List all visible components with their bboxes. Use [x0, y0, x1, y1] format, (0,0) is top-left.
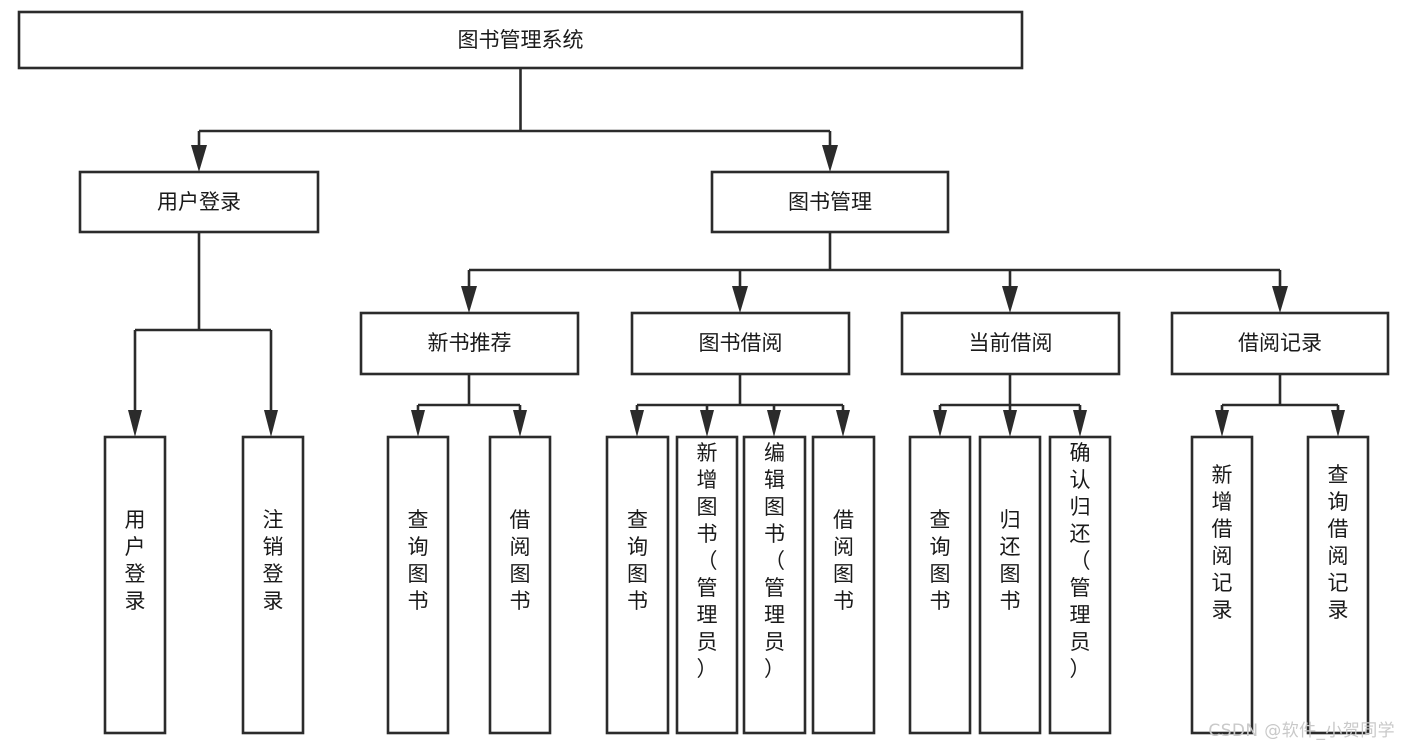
leaf-book-borrow-4-label: 借阅图书 — [833, 508, 854, 613]
leaf-current-borrow-1[interactable]: 查询图书 — [908, 435, 972, 735]
arrow-current-borrow-leaf1 — [933, 410, 947, 437]
arrow-to-book-manage — [822, 145, 838, 172]
csdn-watermark: CSDN @软件_小贺同学 — [1208, 721, 1395, 741]
node-user-login-box[interactable] — [78, 170, 320, 234]
arrow-borrow-record-leaf2 — [1331, 410, 1345, 437]
node-book-manage-label: 图书管理 — [788, 190, 872, 214]
arrow-borrow-record-leaf1 — [1215, 410, 1229, 437]
node-book-borrow-label: 图书借阅 — [699, 331, 783, 355]
arrow-to-new-book — [461, 286, 477, 313]
leaf-new-book-1-box[interactable] — [386, 435, 450, 735]
leaf-book-borrow-1-box[interactable] — [605, 435, 670, 735]
leaf-current-borrow-1-box[interactable] — [908, 435, 972, 735]
arrow-book-borrow-leaf3 — [767, 410, 781, 437]
arrow-to-borrow-record — [1272, 286, 1288, 313]
leaf-user-login-1-box[interactable] — [103, 435, 167, 735]
node-book-manage[interactable]: 图书管理 — [710, 170, 950, 234]
leaf-book-borrow-3[interactable]: 编辑图书（管理员） — [742, 435, 807, 735]
node-root[interactable]: 图书管理系统 — [17, 10, 1024, 70]
leaf-book-borrow-2[interactable]: 新增图书（管理员） — [675, 435, 739, 735]
leaf-new-book-1-label: 查询图书 — [408, 508, 429, 613]
leaf-current-borrow-2[interactable]: 归还图书 — [978, 435, 1042, 735]
leaf-borrow-record-2[interactable]: 查询借阅记录 — [1306, 435, 1370, 735]
leaf-user-login-2[interactable]: 注销登录 — [241, 435, 305, 735]
arrow-book-borrow-leaf4 — [836, 410, 850, 437]
leaf-current-borrow-3-label: 确认归还（管理员） — [1070, 441, 1091, 681]
leaf-current-borrow-2-label: 归还图书 — [1000, 508, 1021, 613]
leaf-book-borrow-2-box[interactable] — [675, 435, 739, 735]
node-user-login-label: 用户登录 — [157, 190, 241, 214]
arrow-book-borrow-leaf2 — [700, 410, 714, 437]
leaf-user-login-1[interactable]: 用户登录 — [103, 435, 167, 735]
node-new-book-recommend-label: 新书推荐 — [428, 331, 512, 355]
node-book-borrow-box[interactable] — [630, 311, 851, 376]
node-book-borrow[interactable]: 图书借阅 — [630, 311, 851, 376]
arrow-current-borrow-leaf2 — [1003, 410, 1017, 437]
arrow-current-borrow-leaf3 — [1073, 410, 1087, 437]
leaf-user-login-2-box[interactable] — [241, 435, 305, 735]
node-borrow-record-label: 借阅记录 — [1238, 331, 1322, 355]
arrow-new-book-leaf2 — [513, 410, 527, 437]
leaf-current-borrow-3-box[interactable] — [1048, 435, 1112, 735]
node-book-manage-box[interactable] — [710, 170, 950, 234]
leaf-current-borrow-2-box[interactable] — [978, 435, 1042, 735]
node-current-borrow-label: 当前借阅 — [969, 331, 1053, 355]
leaf-new-book-2[interactable]: 借阅图书 — [488, 435, 552, 735]
node-new-book-recommend-box[interactable] — [359, 311, 580, 376]
arrow-user-login-leaf2 — [264, 410, 278, 437]
leaf-new-book-2-label: 借阅图书 — [510, 508, 531, 613]
node-borrow-record-box[interactable] — [1170, 311, 1390, 376]
leaf-borrow-record-1[interactable]: 新增借阅记录 — [1190, 435, 1254, 735]
arrow-to-current-borrow — [1002, 286, 1018, 313]
arrow-user-login-leaf1 — [128, 410, 142, 437]
arrow-to-user-login — [191, 145, 207, 172]
leaf-borrow-record-1-label: 新增借阅记录 — [1212, 463, 1233, 622]
node-current-borrow-box[interactable] — [900, 311, 1121, 376]
leaf-book-borrow-1[interactable]: 查询图书 — [605, 435, 670, 735]
leaf-new-book-2-box[interactable] — [488, 435, 552, 735]
connector-group — [128, 68, 1345, 437]
node-borrow-record[interactable]: 借阅记录 — [1170, 311, 1390, 376]
leaf-current-borrow-3[interactable]: 确认归还（管理员） — [1048, 435, 1112, 735]
node-new-book-recommend[interactable]: 新书推荐 — [359, 311, 580, 376]
node-root-label: 图书管理系统 — [458, 28, 584, 52]
leaf-book-borrow-3-box[interactable] — [742, 435, 807, 735]
leaf-new-book-1[interactable]: 查询图书 — [386, 435, 450, 735]
leaf-book-borrow-4[interactable]: 借阅图书 — [811, 435, 876, 735]
leaf-borrow-record-2-label: 查询借阅记录 — [1328, 463, 1349, 622]
leaf-borrow-record-2-box[interactable] — [1306, 435, 1370, 735]
node-root-box[interactable] — [17, 10, 1024, 70]
node-current-borrow[interactable]: 当前借阅 — [900, 311, 1121, 376]
arrow-to-book-borrow — [732, 286, 748, 313]
leaf-book-borrow-3-label: 编辑图书（管理员） — [764, 441, 785, 681]
arrow-book-borrow-leaf1 — [630, 410, 644, 437]
node-user-login[interactable]: 用户登录 — [78, 170, 320, 234]
leaf-book-borrow-4-box[interactable] — [811, 435, 876, 735]
leaf-user-login-1-label: 用户登录 — [125, 508, 146, 613]
arrow-new-book-leaf1 — [411, 410, 425, 437]
leaf-current-borrow-1-label: 查询图书 — [930, 508, 951, 613]
leaf-book-borrow-1-label: 查询图书 — [627, 508, 648, 613]
leaf-user-login-2-label: 注销登录 — [263, 508, 284, 613]
leaf-book-borrow-2-label: 新增图书（管理员） — [697, 441, 718, 681]
leaf-borrow-record-1-box[interactable] — [1190, 435, 1254, 735]
